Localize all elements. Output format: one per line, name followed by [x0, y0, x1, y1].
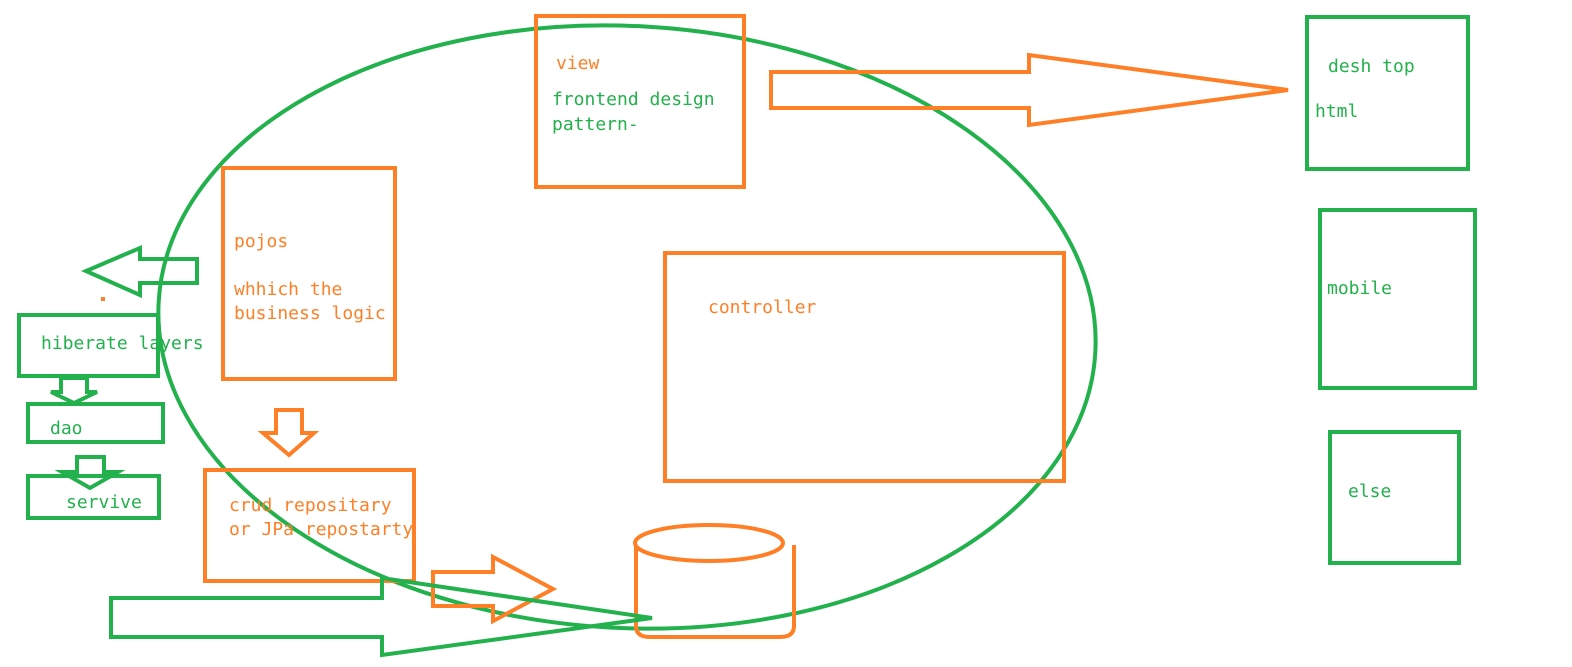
stray-dot [101, 297, 105, 301]
repository-box [203, 468, 416, 583]
business-label-line2: business logic [234, 303, 386, 324]
repository-label-line1: crud repositary [229, 495, 392, 516]
view-to-clients-arrow [769, 52, 1289, 128]
dao-label: dao [50, 418, 83, 439]
html-label: html [1315, 101, 1359, 122]
else-label: else [1348, 481, 1392, 502]
desktop-box [1305, 15, 1470, 171]
desktop-label: desh top [1328, 56, 1415, 77]
pojos-label: pojos [234, 231, 289, 252]
mobile-label: mobile [1327, 278, 1393, 299]
pojos-to-hibernate-arrow [80, 244, 199, 299]
repository-label-line2: or JPa repostarty [229, 519, 414, 540]
frontend-label-line1: frontend design [552, 89, 715, 110]
mobile-box [1318, 208, 1477, 390]
dao-box [26, 402, 165, 444]
database-top [633, 523, 785, 563]
service-box [26, 474, 161, 520]
controller-box [663, 251, 1066, 483]
app-boundary-ellipse [156, 23, 1098, 631]
business-label-line1: whhich the [234, 279, 343, 300]
view-box [534, 14, 746, 189]
hibernate-label: hiberate layers [41, 333, 204, 354]
else-box [1328, 430, 1461, 565]
frontend-label-line2: pattern- [552, 114, 639, 135]
hibernate-to-dao-arrow [50, 376, 98, 406]
pojos-box [221, 166, 397, 381]
service-label: servive [66, 492, 142, 513]
bottom-flow-arrow [109, 575, 653, 658]
dao-to-service-arrow [54, 455, 126, 491]
view-label: view [556, 53, 600, 74]
repository-to-database-arrow [431, 553, 558, 625]
database-cylinder [634, 545, 796, 639]
controller-label: controller [708, 297, 817, 318]
pojos-to-repository-arrow [257, 408, 320, 458]
